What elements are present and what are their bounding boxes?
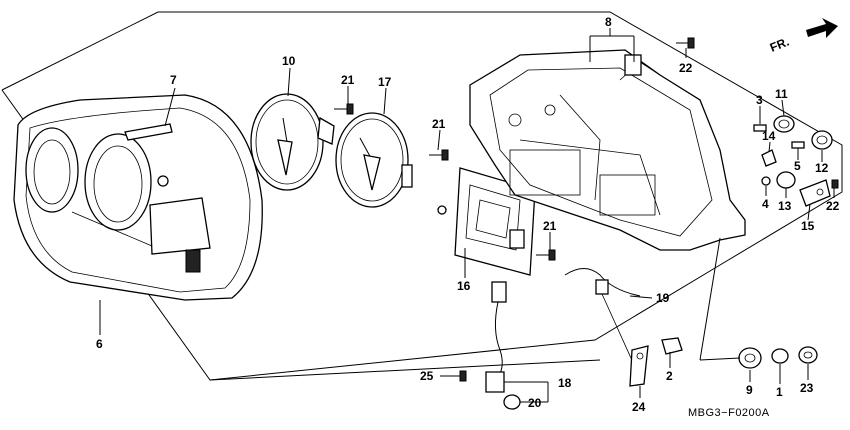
meter-case [13,94,263,301]
callout-1: 1 [776,385,783,399]
grommet-12 [811,130,833,150]
bulb-14 [761,149,777,167]
callout-4: 4 [762,197,769,211]
front-direction-label: FR. [768,35,791,55]
front-direction-arrow [806,18,838,38]
collar-1 [771,348,789,364]
callout-18: 18 [558,376,572,390]
leader-lines [99,28,835,403]
callout-6: 6 [96,337,103,351]
screw-21-low [536,249,556,261]
callout-19: 19 [656,291,670,305]
grommet-13 [776,171,796,189]
reference-code: MBG3−F0200A [688,407,770,419]
harness-19 [564,268,641,379]
boundary-lower [209,359,601,381]
clip-5 [791,141,805,149]
assembly-boundary [1,11,843,381]
callout-5: 5 [794,159,801,173]
screw-25 [450,370,467,382]
callout-7: 7 [170,73,177,87]
grommet-11 [773,115,795,133]
bracket-15 [799,179,831,207]
callout-21-low: 21 [543,219,557,233]
callout-24: 24 [632,400,646,414]
callout-3: 3 [756,93,763,107]
speedometer-gauge [250,93,335,191]
callout-12: 12 [815,161,829,175]
callout-20: 20 [528,396,542,410]
callout-25: 25 [420,369,434,383]
screw-21-top [334,103,354,115]
callout-22-right: 22 [826,199,840,213]
callout-8: 8 [605,15,612,29]
callout-11: 11 [775,87,788,101]
callout-2: 2 [666,369,673,383]
tachometer-gauge [335,112,413,208]
washer-4 [761,176,771,186]
screw-22-top [676,37,695,49]
nut-23 [798,346,818,364]
callout-23: 23 [800,381,814,395]
clip-2 [661,337,683,355]
clip-3 [753,124,767,132]
screw-21-mid [429,149,449,161]
screw-22-right [831,179,839,189]
callout-17: 17 [378,75,392,89]
meter-housing [469,49,746,251]
callout-10: 10 [282,54,296,68]
callout-13: 13 [778,199,792,213]
callout-21-mid: 21 [432,117,446,131]
callout-14: 14 [762,129,776,143]
callout-15: 15 [801,219,815,233]
harness-18 [485,281,521,410]
callout-16: 16 [457,279,471,293]
stay-24 [629,345,649,387]
callout-9: 9 [746,383,753,397]
grommet-9 [738,347,762,369]
callout-21: 21 [341,73,355,87]
callout-22: 22 [679,61,693,75]
